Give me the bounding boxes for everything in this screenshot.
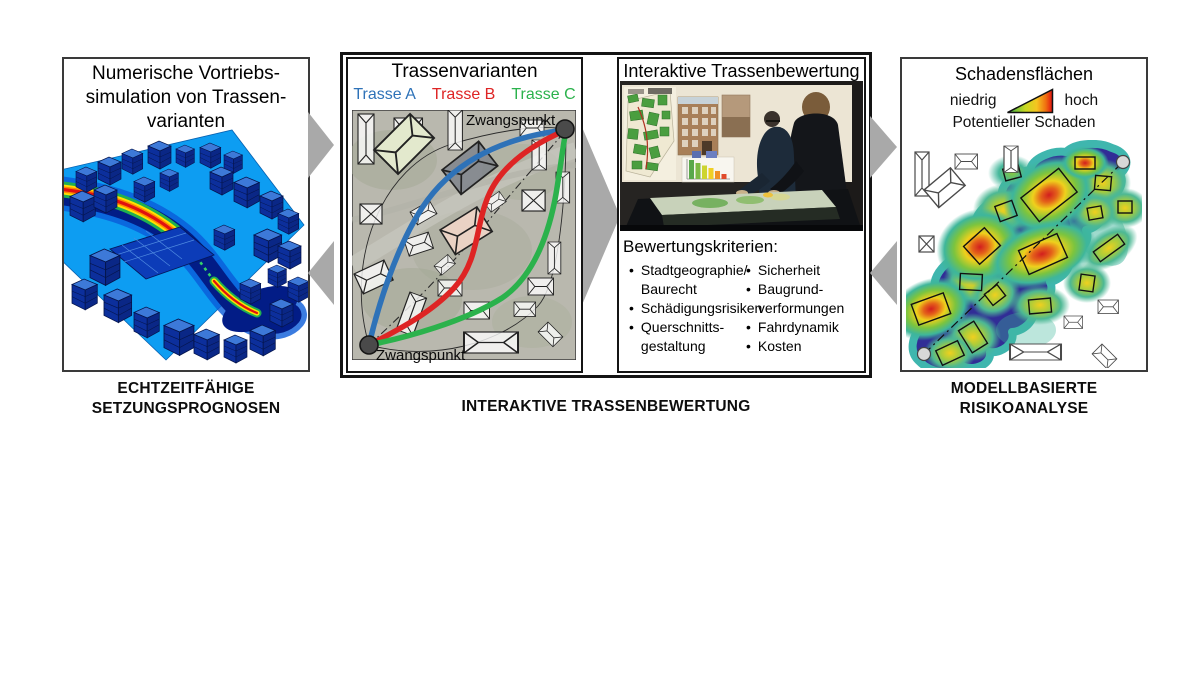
criteria-line: Fahrdynamik [757,319,839,335]
route-a-line [366,127,569,348]
right-caption-line2: RISIKOANALYSE [959,400,1089,417]
simulation-panel-title: Numerische Vortriebs- simulation von Tra… [62,62,310,134]
criteria-line: gestaltung [640,338,706,354]
bullet-icon: • [746,338,751,354]
criteria-item: • Schädigungsrisiken [629,299,762,318]
damage-heatmap-image [906,140,1142,368]
bullet-icon: • [746,262,751,278]
bullet-icon: • [629,319,634,335]
flow-arrow-forward-right-icon [870,116,897,178]
criteria-heading: Bewertungskriterien: [623,237,778,256]
right-caption-line1: MODELLBASIERTE [950,380,1098,397]
flow-arrow-forward-left-icon [308,112,334,178]
route-b-line [366,127,569,348]
criteria-line: verformungen [757,300,845,316]
route-panel-title: Trassenvarianten [391,61,538,82]
criteria-item: • Baugrund- verformungen [746,280,864,318]
criteria-item: • Querschnitts- gestaltung [629,318,747,356]
simulation-title-line2: simulation von Trassen- [85,87,287,108]
criteria-column-1: • Stadtgeographie/ Baurecht • Schädigung… [629,261,762,356]
right-caption: MODELLBASIERTE RISIKOANALYSE [890,379,1158,419]
bullet-icon: • [629,300,634,316]
criteria-line: Baurecht [640,281,697,297]
axis-endpoint-bottom [916,346,932,362]
simulation-title-line3: varianten [146,111,226,132]
damage-legend-high: hoch [1064,92,1099,109]
criteria-column-2: • Sicherheit • Baugrund- verformungen • … [746,261,864,356]
damage-surface [906,140,1142,368]
flow-arrow-back-right-icon [870,241,897,305]
simulation-title-line1: Numerische Vortriebs- [92,63,280,84]
criteria-item: • Sicherheit [746,261,864,280]
constraint-label-top: Zwangspunkt [466,112,556,129]
constraint-point-bottom [359,335,379,355]
route-lines-group [366,127,569,348]
criteria-line: Schädigungsrisiken [640,300,763,316]
screen-building-photo [677,94,751,156]
middle-caption: INTERAKTIVE TRASSENBEWERTUNG [461,398,751,415]
bullet-icon: • [746,281,751,297]
route-c-line [366,127,569,348]
screen-bar-chart [681,151,735,183]
left-caption-line1: ECHTZEITFÄHIGE [117,380,255,397]
city-buildings-group [69,140,308,364]
criteria-line: Sicherheit [757,262,821,278]
alignment-axis-line [923,161,1124,355]
legend-trasse-c: Trasse C [511,86,576,103]
criteria-line: Stadtgeographie/ [640,262,748,278]
damage-legend-low: niedrig [949,92,997,109]
route-legend: Trasse A Trasse B Trasse C [346,86,583,104]
damage-scale-triangle-icon [1007,88,1054,114]
criteria-line: Kosten [757,338,802,354]
bullet-icon: • [629,262,634,278]
constraint-label-bottom: Zwangspunkt [376,347,466,364]
criteria-item: • Kosten [746,337,864,356]
criteria-line: Querschnitts- [640,319,725,335]
bullet-icon: • [746,319,751,335]
left-caption-line2: SETZUNGSPROGNOSEN [91,400,281,417]
legend-trasse-b: Trasse B [431,86,496,103]
damage-panel-title: Schadensflächen [954,64,1094,84]
criteria-item: • Stadtgeographie/ Baurecht [629,261,748,299]
settlement-simulation-3d-image [64,129,308,364]
left-caption: ECHTZEITFÄHIGE SETZUNGSPROGNOSEN [52,379,320,419]
screen-city-map [624,87,676,180]
touch-table [620,189,863,231]
route-map-image [352,110,576,360]
damage-legend: niedrig hoch [900,88,1148,114]
criteria-line: Baugrund- [757,281,824,297]
damage-legend-caption: Potentieller Schaden [952,114,1096,131]
axis-endpoint-top [1115,154,1131,170]
flow-arrow-back-left-icon [308,241,334,305]
evaluation-panel-title: Interaktive Trassenbewertung [623,61,860,81]
criteria-item: • Fahrdynamik [746,318,864,337]
legend-trasse-a: Trasse A [353,86,416,103]
touch-table-photo [620,81,863,231]
constraint-point-top [555,119,575,139]
